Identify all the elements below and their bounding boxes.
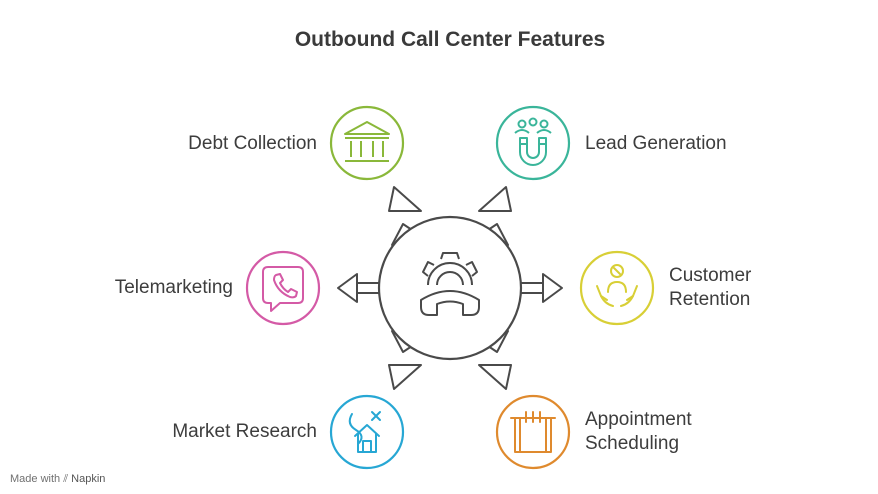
calendar-icon [510, 411, 556, 453]
house-map-icon [348, 411, 381, 453]
arrow-left [337, 273, 383, 303]
label-lead-generation: Lead Generation [585, 133, 727, 154]
label-customer-retention: Customer Retention [669, 264, 751, 312]
label-line: Scheduling [585, 433, 680, 454]
node-customer-retention [579, 250, 655, 326]
label-appointment-scheduling: Appointment Scheduling [585, 408, 692, 456]
label-telemarketing: Telemarketing [114, 277, 233, 298]
node-market-research [329, 394, 405, 470]
made-with-napkin[interactable]: Made with ⫽ Napkin [10, 473, 105, 486]
label-market-research: Market Research [172, 421, 317, 442]
label-line: Retention [669, 289, 751, 310]
node-debt-collection [329, 105, 405, 181]
node-appointment-scheduling [495, 394, 571, 470]
center-hub [377, 215, 523, 361]
phone-chat-icon [262, 266, 304, 312]
arrow-right [517, 273, 563, 303]
hands-person-icon [596, 264, 638, 307]
bank-icon [344, 121, 390, 162]
node-lead-generation [495, 105, 571, 181]
napkin-logo-icon: ⫽ [63, 473, 69, 485]
label-debt-collection: Debt Collection [188, 133, 317, 154]
label-line: Appointment [585, 409, 692, 430]
made-with-text: Made with [10, 473, 61, 485]
magnet-people-icon [514, 117, 552, 166]
label-line: Customer [669, 265, 752, 286]
node-telemarketing [245, 250, 321, 326]
napkin-brand-text: Napkin [71, 473, 106, 485]
gear-phone-icon [420, 252, 480, 316]
diagram-title: Outbound Call Center Features [294, 28, 606, 51]
